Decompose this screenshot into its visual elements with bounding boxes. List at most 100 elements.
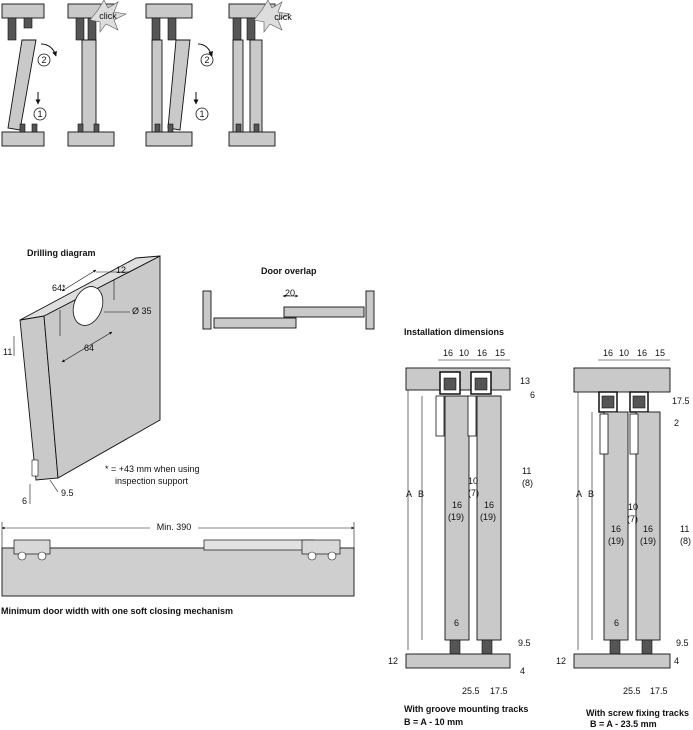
groove-caption: With groove mounting tracks bbox=[404, 704, 528, 714]
dim-min-390: Min. 390 bbox=[157, 522, 192, 532]
overlap-title: Door overlap bbox=[261, 266, 317, 276]
dim-10: 10 bbox=[468, 476, 478, 486]
step-1-panel: 2 1 bbox=[1, 3, 57, 147]
step-2-panel: click bbox=[67, 0, 127, 147]
rotate-arrow-icon bbox=[197, 43, 213, 57]
tilted-door bbox=[7, 39, 37, 131]
dim-top-16: 16 bbox=[443, 348, 453, 358]
dim-12: 12 bbox=[556, 656, 566, 666]
screw-fixing-diagram: 16 10 16 15 17.5 2 A B 10 (7) 16 (19) 16 bbox=[556, 348, 691, 729]
click-label: click bbox=[274, 12, 292, 22]
dim-6: 6 bbox=[530, 390, 535, 400]
dim-4: 4 bbox=[520, 666, 525, 676]
door-overlap: Door overlap 20 bbox=[202, 266, 375, 330]
step-number-1-icon bbox=[195, 107, 209, 121]
label-b: B bbox=[418, 489, 424, 499]
dim-16: 16 bbox=[611, 524, 621, 534]
dim-17-5: 17.5 bbox=[490, 686, 508, 696]
dim-6: 6 bbox=[22, 496, 27, 506]
door-a bbox=[444, 395, 470, 641]
step-3-panel: 2 1 bbox=[145, 3, 214, 147]
step-4-panel: click bbox=[228, 0, 292, 147]
dim-top-16: 16 bbox=[477, 348, 487, 358]
tilted-door bbox=[167, 39, 191, 131]
step-number-2-icon bbox=[37, 53, 51, 67]
dim-top-10: 10 bbox=[619, 348, 629, 358]
screw-formula: B = A - 23.5 mm bbox=[590, 719, 657, 729]
dim-16-alt: (19) bbox=[608, 536, 624, 546]
dim-25-5: 25.5 bbox=[462, 686, 480, 696]
dim-12: 12 bbox=[116, 265, 126, 275]
dim-16-alt: (19) bbox=[640, 536, 656, 546]
dim-diameter-35: Ø 35 bbox=[132, 306, 152, 316]
groove-formula: B = A - 10 mm bbox=[404, 717, 463, 727]
dim-64: 64 bbox=[84, 343, 94, 353]
install-title: Installation dimensions bbox=[404, 327, 504, 337]
dim-16: 16 bbox=[452, 500, 462, 510]
dim-16: 16 bbox=[484, 500, 494, 510]
step-number-1-icon bbox=[33, 107, 47, 121]
dim-13: 13 bbox=[520, 376, 530, 386]
step-number-2: 2 bbox=[204, 55, 209, 65]
bottom-track bbox=[405, 653, 511, 669]
top-track bbox=[573, 367, 671, 393]
dim-16-alt: (19) bbox=[480, 512, 496, 522]
dim-11: 11 bbox=[3, 347, 12, 357]
dim-9-5: 9.5 bbox=[676, 638, 689, 648]
dim-11: 11 bbox=[680, 524, 689, 534]
dim-top-15: 15 bbox=[655, 348, 665, 358]
dim-4: 4 bbox=[674, 656, 679, 666]
door-b bbox=[635, 411, 661, 641]
step-number-2-icon bbox=[200, 53, 214, 67]
drilling-diagram: Drilling diagram 64* 12 Ø 35 64 11 6 9.5… bbox=[3, 248, 200, 506]
dim-top-10: 10 bbox=[459, 348, 469, 358]
step-number-1: 1 bbox=[37, 109, 42, 119]
dim-top-16: 16 bbox=[637, 348, 647, 358]
dim-6-bottom: 6 bbox=[454, 618, 459, 628]
dim-17-5: 17.5 bbox=[672, 396, 690, 406]
dim-6-bottom: 6 bbox=[614, 618, 619, 628]
dim-10-alt: (7) bbox=[627, 514, 638, 524]
label-a: A bbox=[406, 489, 412, 499]
dim-64-star: 64* bbox=[52, 283, 66, 293]
dim-top-16: 16 bbox=[603, 348, 613, 358]
soft-close-right bbox=[301, 539, 341, 555]
installation-dimensions: Installation dimensions 16 10 16 15 13 6… bbox=[388, 327, 691, 729]
dim-16-alt: (19) bbox=[448, 512, 464, 522]
drilling-note-line-1: * = +43 mm when using bbox=[105, 464, 200, 474]
step-number-2: 2 bbox=[41, 55, 46, 65]
click-burst-icon bbox=[89, 0, 127, 33]
dim-17-5: 17.5 bbox=[650, 686, 668, 696]
dim-20: 20 bbox=[285, 288, 295, 298]
dim-10: 10 bbox=[628, 502, 638, 512]
dim-25-5: 25.5 bbox=[623, 686, 641, 696]
min-width-diagram: Min. 390 Minimum door width with one sof… bbox=[1, 520, 355, 616]
dim-16: 16 bbox=[643, 524, 653, 534]
label-b: B bbox=[588, 489, 594, 499]
rotate-arrow-icon bbox=[40, 43, 57, 57]
click-burst-icon bbox=[253, 0, 291, 33]
dim-10-alt: (7) bbox=[468, 488, 479, 498]
dim-11: 11 bbox=[522, 466, 531, 476]
screw-caption: With screw fixing tracks bbox=[586, 708, 689, 718]
dim-11-alt: (8) bbox=[522, 478, 533, 488]
door-panel bbox=[1, 547, 355, 597]
door-b bbox=[476, 395, 502, 641]
drilling-note-line-2: inspection support bbox=[115, 476, 189, 486]
dim-top-15: 15 bbox=[495, 348, 505, 358]
click-label: click bbox=[99, 11, 117, 21]
drilling-title: Drilling diagram bbox=[27, 248, 96, 258]
label-a: A bbox=[576, 489, 582, 499]
dim-12: 12 bbox=[388, 656, 398, 666]
min-width-caption: Minimum door width with one soft closing… bbox=[1, 606, 233, 616]
bottom-track bbox=[573, 653, 671, 669]
step-number-1: 1 bbox=[199, 109, 204, 119]
dim-9-5: 9.5 bbox=[61, 488, 74, 498]
soft-close-mechanism bbox=[203, 539, 315, 551]
installation-steps: 2 1 click bbox=[1, 0, 292, 147]
dim-11-alt: (8) bbox=[680, 536, 691, 546]
dim-9-5: 9.5 bbox=[518, 638, 531, 648]
soft-close-left bbox=[13, 539, 51, 555]
dim-2: 2 bbox=[674, 418, 679, 428]
